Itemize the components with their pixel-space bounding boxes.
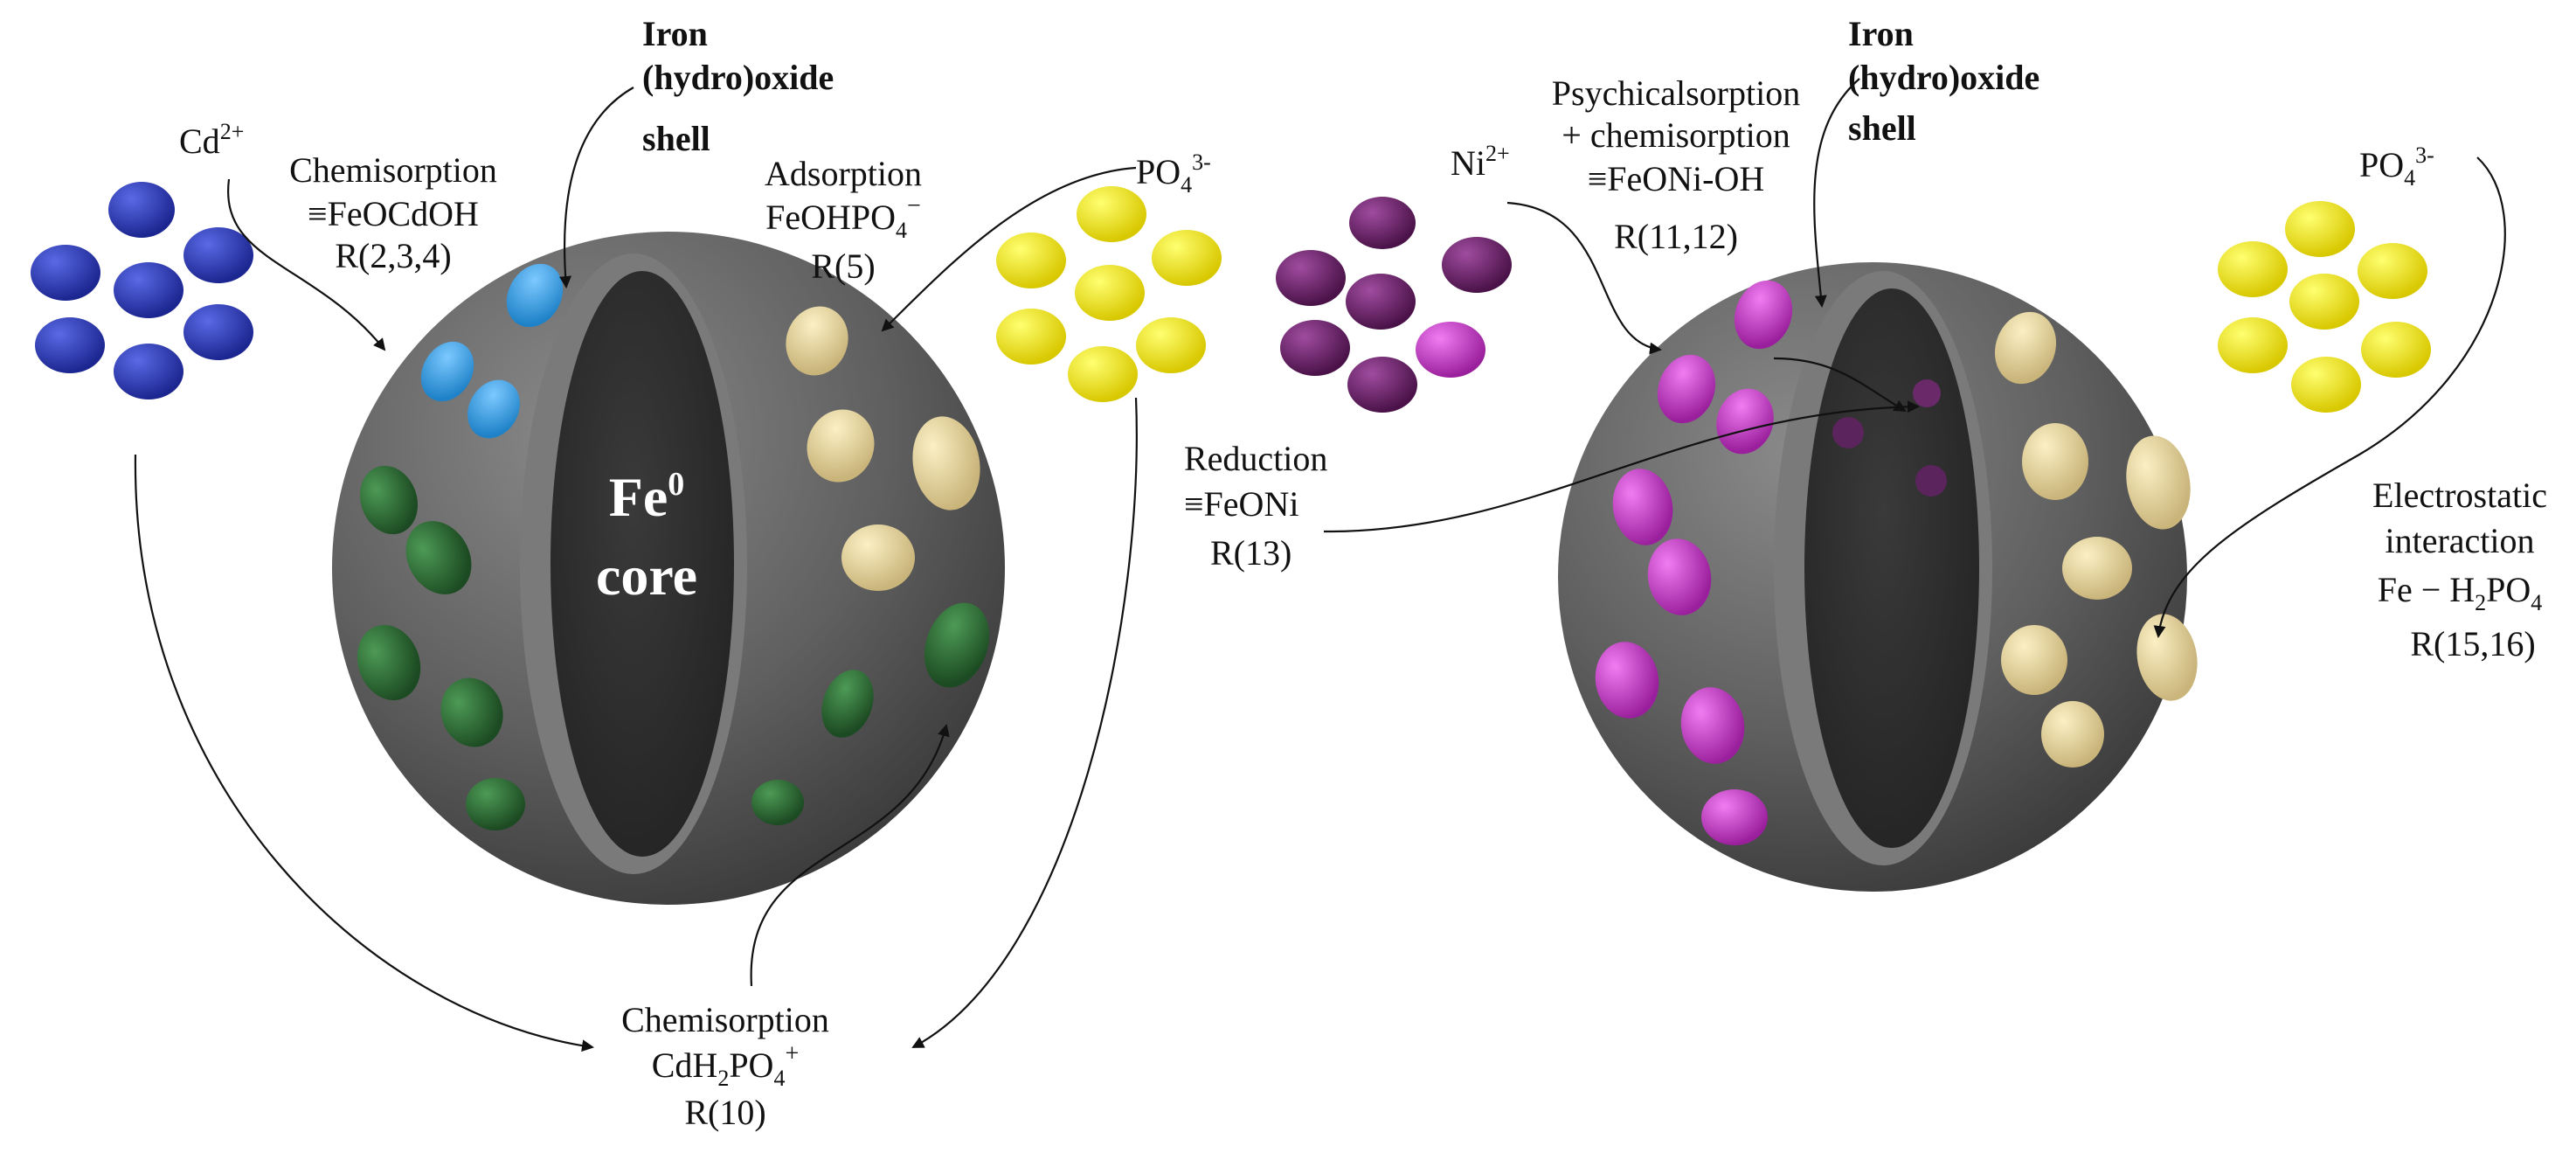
svg-text:R(13): R(13) <box>1210 533 1291 573</box>
svg-text:≡FeONi-OH: ≡FeONi-OH <box>1588 159 1765 198</box>
electrostatic-label: Electrostatic interaction Fe − H2PO4 R(1… <box>2372 476 2547 663</box>
arrow-ni-to-shell <box>1506 201 1662 355</box>
right-shell-label: Iron (hydro)oxide shell <box>1848 14 2039 148</box>
svg-text:(hydro)oxide: (hydro)oxide <box>642 58 834 97</box>
arrow-complex-to-particle <box>750 724 950 987</box>
free-cd-ion-cluster <box>31 182 253 399</box>
cd-ion-label: Cd2+ <box>179 119 244 161</box>
arrow-phosphate-to-electrostatic <box>2153 156 2506 638</box>
left-core <box>551 271 734 857</box>
left-shell-label: Iron (hydro)oxide shell <box>642 14 834 158</box>
adsorption-label: Adsorption FeOHPO4− R(5) <box>765 154 922 286</box>
arrow-phosphate-to-adsorption <box>881 166 1137 332</box>
left-core-symbol: Fe0 <box>609 466 685 528</box>
svg-text:Adsorption: Adsorption <box>765 154 922 193</box>
arrow-shell-label-left <box>559 87 634 288</box>
svg-text:≡FeONi: ≡FeONi <box>1184 484 1298 524</box>
svg-text:(hydro)oxide: (hydro)oxide <box>1848 58 2039 97</box>
bound-phosphate-ions-right <box>1994 311 2198 768</box>
svg-text:R(2,3,4): R(2,3,4) <box>335 236 451 275</box>
svg-text:R(5): R(5) <box>811 247 875 286</box>
reduction-label: Reduction ≡FeONi R(13) <box>1184 439 1327 573</box>
svg-text:Reduction: Reduction <box>1184 439 1327 478</box>
bound-cd-ions <box>420 263 564 439</box>
cd-phosphate-chemisorption-label: Chemisorption CdH2PO4+ R(10) <box>621 1000 829 1132</box>
phosphate-ion-label-left: PO43- <box>1136 149 1211 198</box>
bound-cd-phosphate-complexes <box>357 465 990 830</box>
free-phosphate-cluster-right <box>2218 201 2431 413</box>
arrow-cd-to-complex <box>134 454 594 1052</box>
arrow-ni-into-core <box>1773 357 1907 413</box>
arrows <box>134 78 2506 1052</box>
svg-text:≡FeOCdOH: ≡FeOCdOH <box>308 194 479 233</box>
free-ni-ion-cluster <box>1276 197 1512 413</box>
svg-text:shell: shell <box>642 119 710 158</box>
svg-text:Chemisorption: Chemisorption <box>621 1000 829 1039</box>
left-particle: Fe0 core <box>332 232 1005 905</box>
svg-text:R(11,12): R(11,12) <box>1614 217 1738 256</box>
right-particle <box>1558 262 2198 892</box>
svg-text:Fe − H2PO4: Fe − H2PO4 <box>2378 570 2543 615</box>
svg-text:R(10): R(10) <box>684 1093 765 1132</box>
arrow-phosphate-to-complex <box>911 397 1138 1048</box>
reduced-ni-in-core <box>1832 379 1947 497</box>
bound-phosphate-ions <box>786 306 980 591</box>
ni-ion-label: Ni2+ <box>1451 141 1510 183</box>
svg-text:interaction: interaction <box>2385 521 2534 560</box>
arrow-shell-label-right <box>1813 78 1860 308</box>
svg-text:FeOHPO4−: FeOHPO4− <box>765 192 921 243</box>
svg-text:Electrostatic: Electrostatic <box>2372 476 2547 515</box>
free-phosphate-cluster-left <box>996 186 1222 402</box>
arrow-reduction-into-core <box>1323 400 1920 533</box>
svg-text:Iron: Iron <box>1848 14 1914 53</box>
cd-chemisorption-label: Chemisorption ≡FeOCdOH R(2,3,4) <box>289 150 497 275</box>
svg-text:CdH2PO4+: CdH2PO4+ <box>652 1040 800 1091</box>
left-core-word: core <box>596 545 697 607</box>
right-core <box>1804 288 1979 848</box>
bound-ni-ions <box>1595 280 1793 845</box>
svg-text:Iron: Iron <box>642 14 708 53</box>
svg-text:+ chemisorption: + chemisorption <box>1562 115 1790 155</box>
svg-text:R(15,16): R(15,16) <box>2410 624 2535 663</box>
svg-text:shell: shell <box>1848 108 1916 148</box>
svg-text:Chemisorption: Chemisorption <box>289 150 497 190</box>
ni-sorption-label: Psychicalsorption + chemisorption ≡FeONi… <box>1552 73 1800 256</box>
arrow-cd-to-shell <box>226 178 386 351</box>
svg-text:Psychicalsorption: Psychicalsorption <box>1552 73 1800 113</box>
phosphate-ion-label-right: PO43- <box>2359 142 2434 191</box>
